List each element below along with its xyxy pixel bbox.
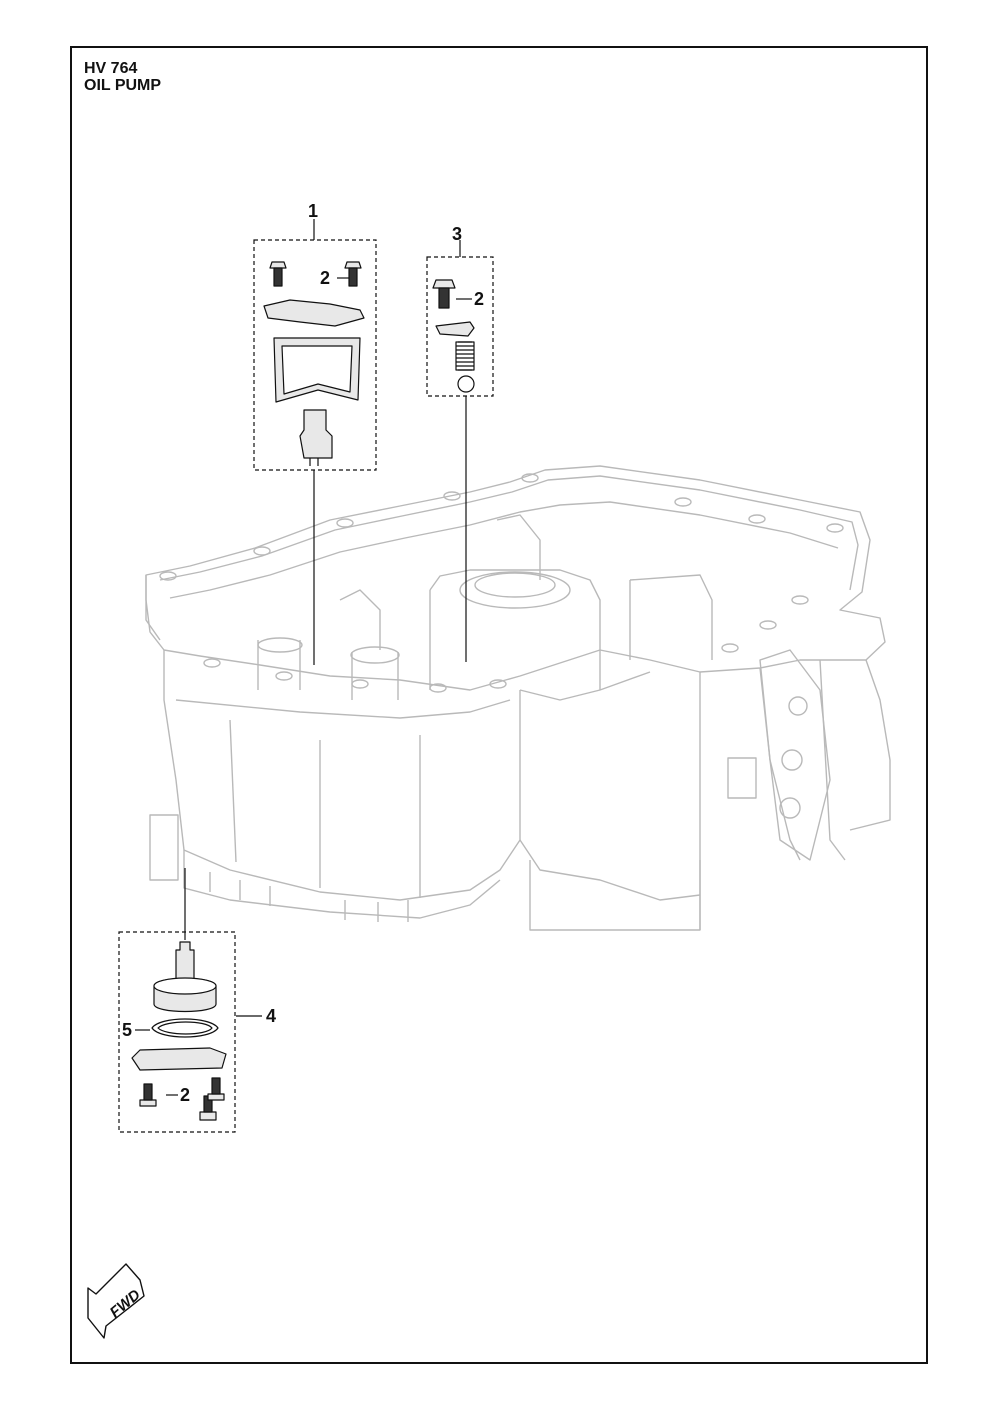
bolt-icon: [207, 1077, 225, 1101]
o-ring: [151, 1018, 219, 1038]
diagram-title: HV 764 OIL PUMP: [84, 60, 161, 94]
check-ball: [457, 375, 475, 393]
oil-pickup: [299, 409, 333, 459]
leader-lines: [135, 219, 472, 1096]
pump-shaft: [175, 941, 195, 981]
spring-icon: [455, 341, 475, 371]
bolt-icon: [344, 261, 362, 287]
bolt-icon: [269, 261, 287, 287]
section-name: OIL PUMP: [84, 77, 162, 94]
model-number: HV 764: [84, 60, 138, 77]
diagram-frame: [70, 46, 928, 1364]
arrow-fwd-icon: FWD: [87, 1263, 145, 1339]
bolt-icon: [139, 1083, 157, 1107]
group-3-parts: [432, 279, 475, 393]
callout-2-group-1: 2: [320, 268, 330, 288]
group-box-1: [253, 239, 377, 471]
valve-cap: [435, 321, 475, 337]
callout-2-group-4: 2: [180, 1085, 190, 1105]
group-boxes: [118, 239, 494, 1133]
callout-2-group-3: 2: [474, 289, 484, 309]
callout-4: 4: [266, 1006, 276, 1026]
pump-cover: [131, 1047, 227, 1071]
group-box-3: [426, 256, 494, 397]
group-4-parts: [131, 941, 227, 1121]
group-1-parts: [263, 261, 365, 466]
callout-3: 3: [452, 224, 462, 244]
strainer-cover-plate: [263, 299, 365, 327]
callout-5: 5: [122, 1020, 132, 1040]
group-box-4: [118, 931, 236, 1133]
bolt-icon: [432, 279, 456, 309]
crankcase-housing: [145, 465, 891, 931]
callout-1: 1: [308, 201, 318, 221]
